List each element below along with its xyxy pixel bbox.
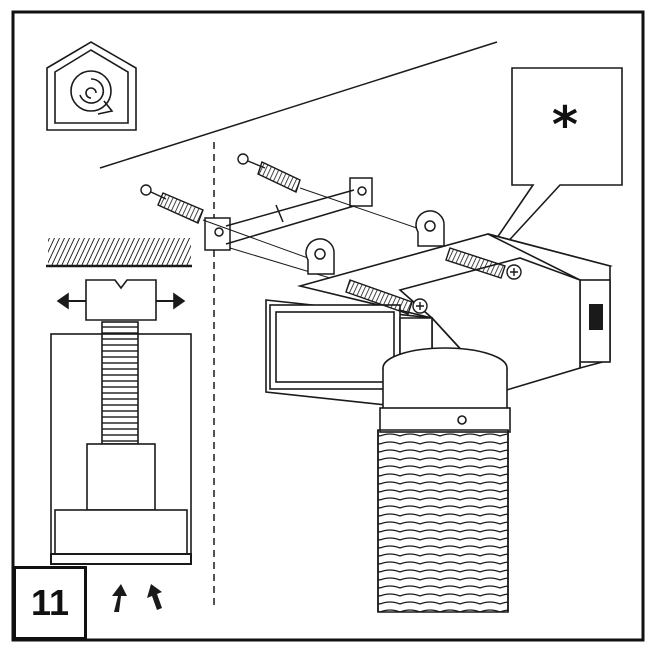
outer-frame <box>11 10 645 642</box>
step-number-box: 11 <box>13 566 87 640</box>
step-number: 11 <box>30 582 70 623</box>
hood-side-view <box>46 238 192 565</box>
screw-icon <box>345 247 522 315</box>
callout-asterisk: * <box>551 96 579 154</box>
ceiling-hatch <box>48 238 191 266</box>
screw-icon <box>140 153 301 224</box>
flexible-hose <box>377 347 511 613</box>
duct-hooks <box>305 210 445 275</box>
mounting-bracket <box>204 177 373 251</box>
duct-adapter <box>265 233 613 411</box>
recirculation-house-icon <box>46 41 137 131</box>
ceiling-line <box>99 41 498 169</box>
airflow-arrow-icon <box>112 584 162 612</box>
